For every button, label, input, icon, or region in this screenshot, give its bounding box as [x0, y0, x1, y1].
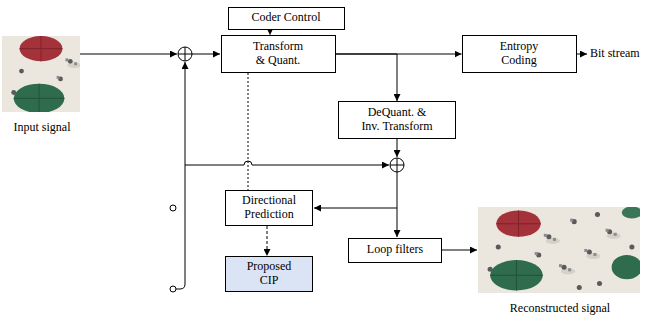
- signal-wire: [397, 172, 398, 237]
- process-box: Loop filters: [348, 238, 442, 263]
- signal-wire: [314, 208, 397, 209]
- reconstructed-photo: [478, 206, 642, 293]
- sum-junction: [390, 158, 404, 172]
- signal-wire: [192, 54, 220, 55]
- bitstream-wire: [577, 54, 587, 55]
- signal-wires: [80, 47, 587, 292]
- switch-contact: [170, 286, 176, 292]
- signal-label: Input signal: [14, 121, 71, 135]
- signal-label: Bit stream: [590, 47, 640, 61]
- sum-junction: [178, 47, 192, 61]
- box-text: Entropy Coding: [490, 40, 548, 68]
- box-text: DeQuant. & Inv. Transform: [359, 106, 435, 134]
- box-text: Coder Control: [252, 11, 321, 25]
- process-box: Entropy Coding: [462, 35, 577, 73]
- connector: [336, 54, 398, 101]
- prediction-wire: [185, 62, 186, 284]
- box-text: Transform & Quant.: [249, 40, 307, 68]
- connector: [267, 226, 268, 256]
- box-text: Proposed CIP: [242, 260, 297, 288]
- signal-wire: [397, 139, 398, 157]
- process-box: Proposed CIP: [225, 256, 313, 292]
- switch-wire: [176, 284, 185, 289]
- process-box: Transform & Quant.: [221, 35, 336, 73]
- signal-wire: [442, 250, 477, 251]
- reconstructed-photo-scene: [478, 206, 642, 293]
- prediction-wire: [185, 161, 389, 165]
- process-box: Directional Prediction: [225, 190, 313, 226]
- input-photo: [2, 32, 160, 116]
- connector: [248, 73, 249, 190]
- box-text: Directional Prediction: [237, 194, 301, 222]
- sum-cross: [390, 158, 404, 172]
- process-box: DeQuant. & Inv. Transform: [338, 101, 456, 139]
- signal-wire: [80, 54, 177, 55]
- input-photo-scene: [2, 32, 160, 116]
- box-text: Loop filters: [367, 243, 423, 257]
- sum-cross: [178, 47, 192, 61]
- process-box: Coder Control: [228, 7, 345, 30]
- switch-contact: [170, 205, 176, 211]
- signal-label: Reconstructed signal: [510, 302, 610, 316]
